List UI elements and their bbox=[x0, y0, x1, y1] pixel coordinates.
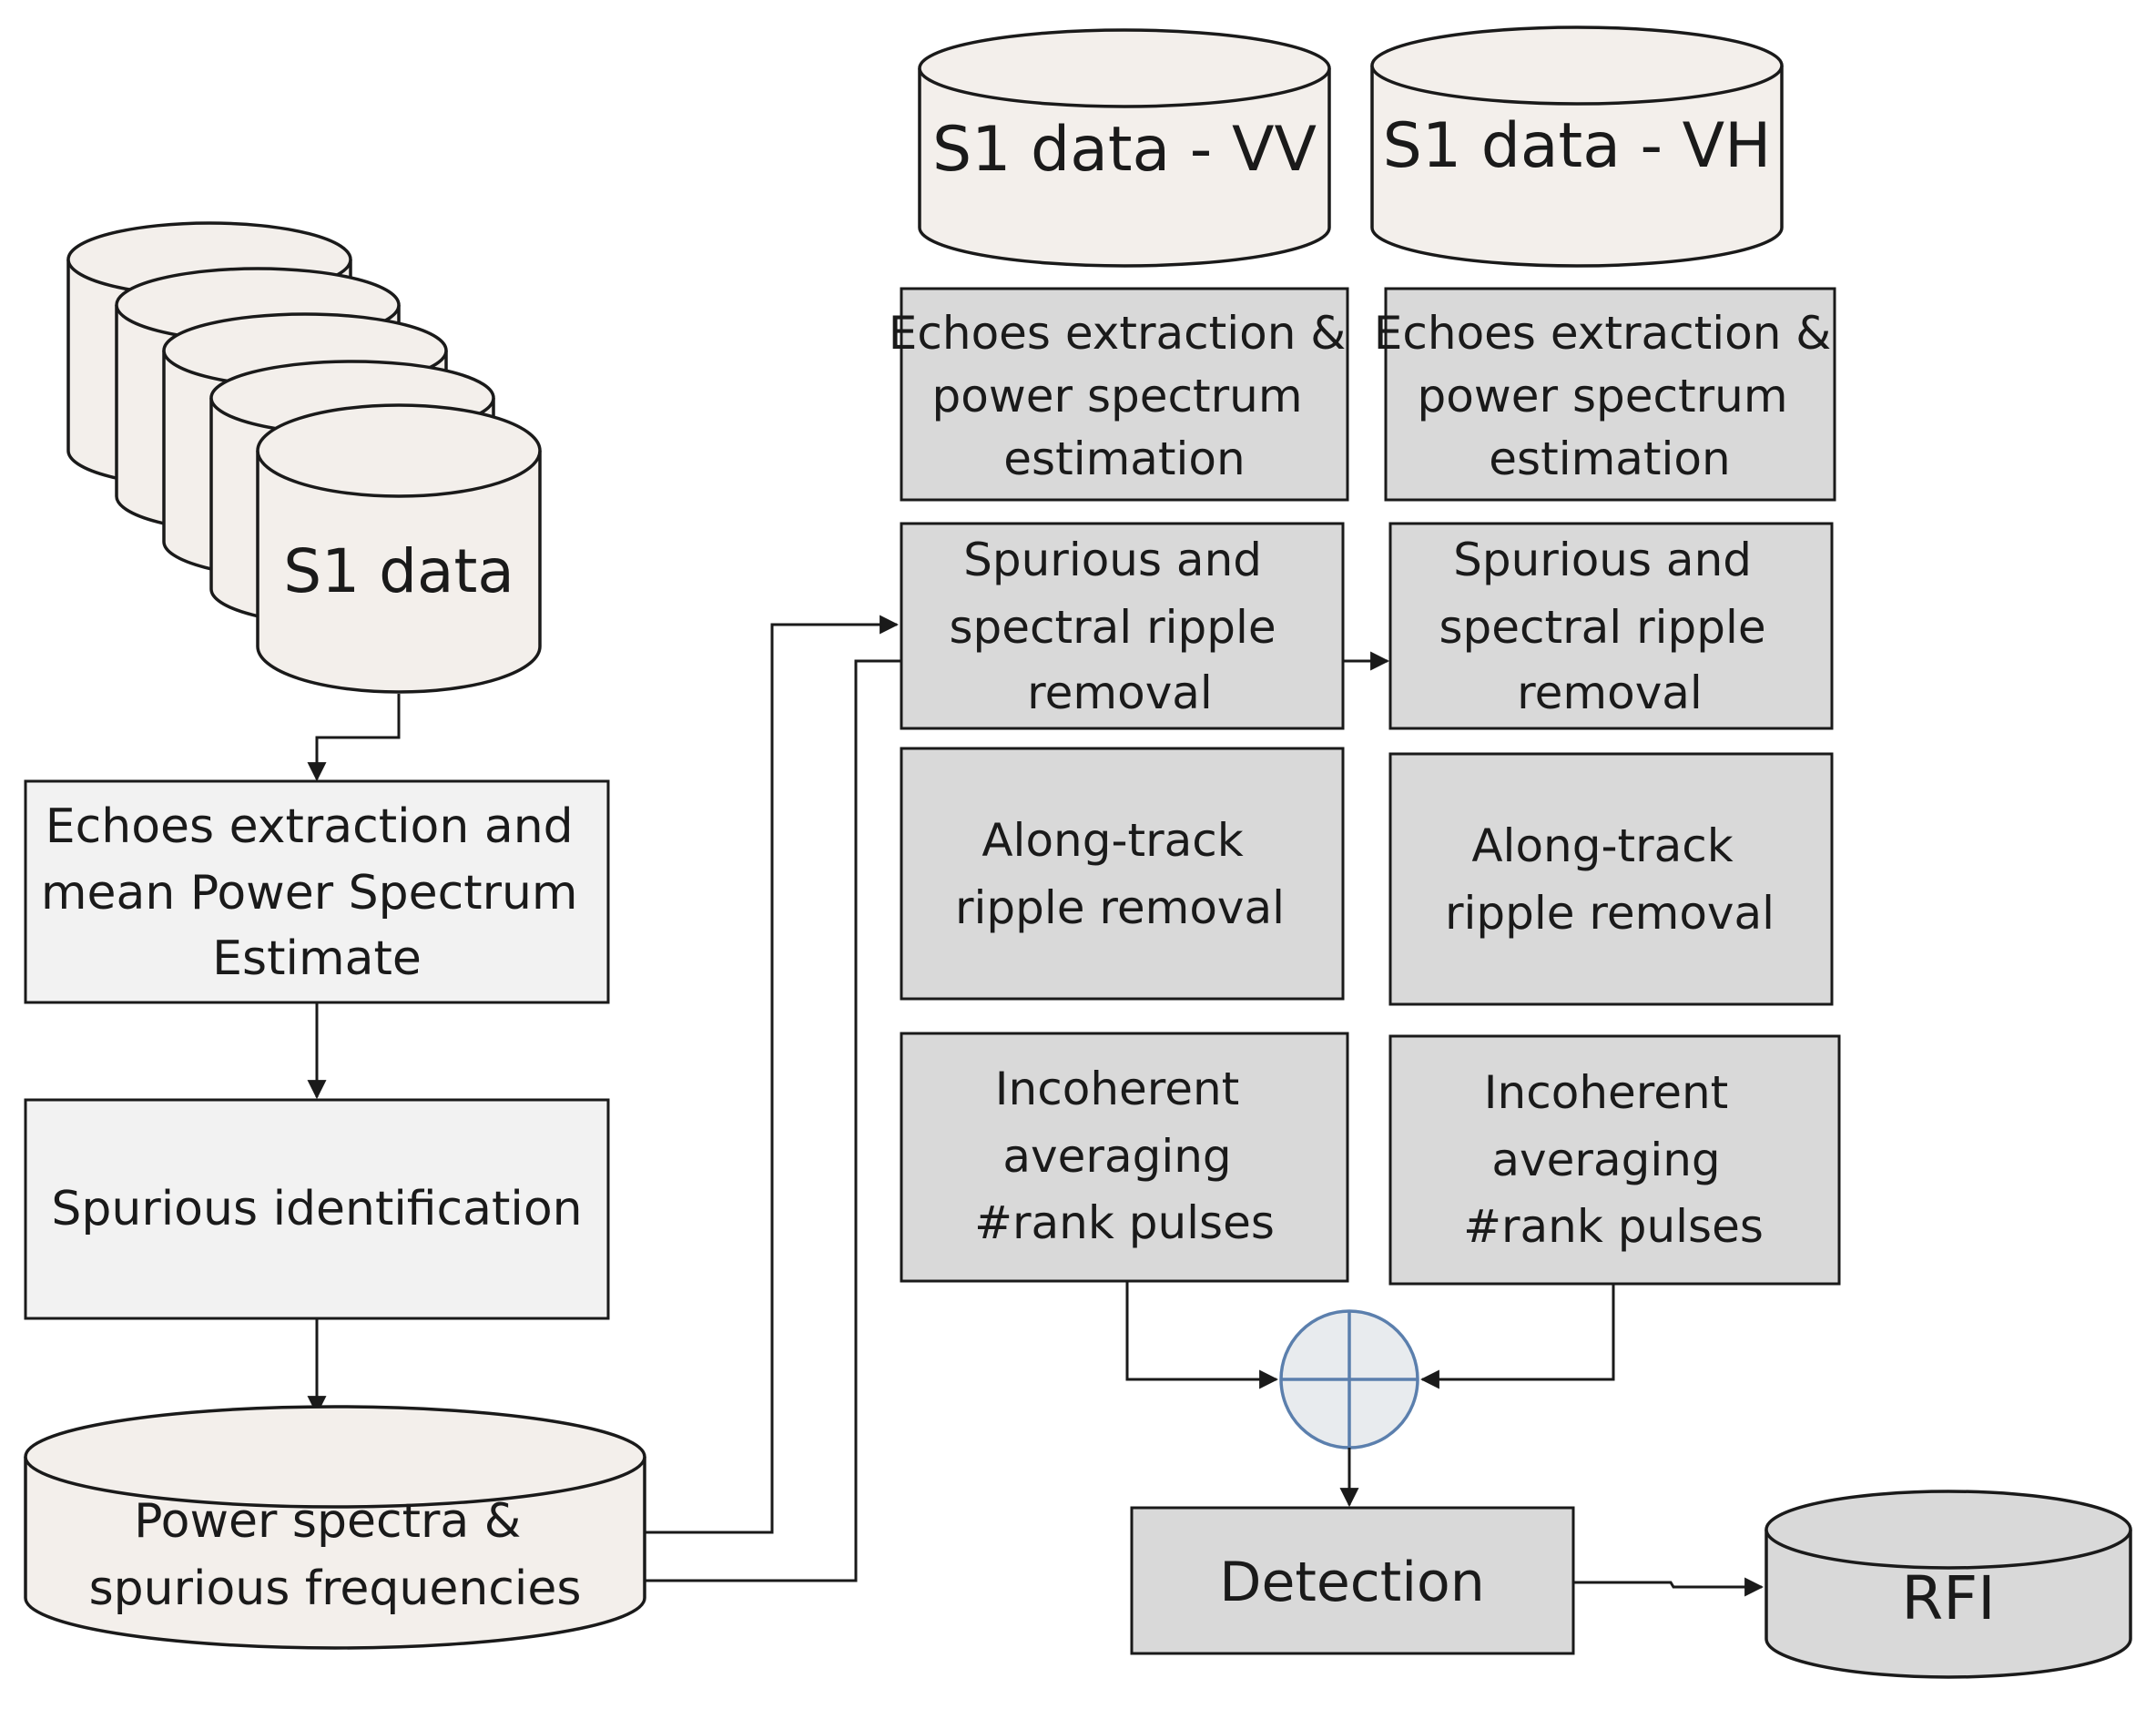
arrow-vv-incoherent-to-sum bbox=[1125, 1281, 1279, 1389]
arrow-detection-to-rfi bbox=[1573, 1577, 1764, 1597]
vh-spurious-removal-box: Spurious and spectral ripple removal bbox=[1388, 522, 1834, 730]
vv-spurious-line-3: removal bbox=[1027, 666, 1213, 719]
vv-spurious-removal-box: Spurious and spectral ripple removal bbox=[900, 522, 1345, 730]
vv-echoes-line-2: power spectrum bbox=[932, 370, 1303, 422]
power-spectra-line-2: spurious frequencies bbox=[89, 1561, 582, 1616]
vh-along-line-1: Along-track bbox=[1471, 819, 1733, 872]
arrow-spectra-to-spurious-removal-1 bbox=[645, 615, 900, 1534]
svg-text:Spurious and spectral ri: Spurious and spectral ripple removal bbox=[949, 534, 1290, 719]
vv-incoherent-line-2: averaging bbox=[1002, 1130, 1231, 1183]
vv-incoherent-line-3: #rank pulses bbox=[974, 1196, 1275, 1249]
svg-text:Incoherent averaging: Incoherent averaging #rank pulses bbox=[974, 1063, 1275, 1249]
vv-echoes-line-3: estimation bbox=[1003, 432, 1245, 485]
vh-echoes-line-1: Echoes extraction & bbox=[1374, 307, 1832, 360]
stack-cylinder-front: S1 data bbox=[256, 403, 542, 694]
vh-incoherent-line-2: averaging bbox=[1491, 1134, 1720, 1186]
arrow-vh-incoherent-to-sum bbox=[1419, 1284, 1615, 1389]
vh-along-track-box: Along-track ripple removal bbox=[1388, 752, 1834, 1006]
echoes-mean-spectrum-box: Echoes extraction and mean Power Spectru… bbox=[24, 779, 610, 1004]
summing-junction bbox=[1279, 1309, 1419, 1449]
arrow-spectra-to-spurious-removal-2 bbox=[645, 659, 901, 1582]
echoes-mean-line-2: mean Power Spectrum bbox=[41, 866, 578, 921]
vh-spurious-line-1: Spurious and bbox=[1453, 534, 1752, 586]
svg-text:Incoherent averaging: Incoherent averaging #rank pulses bbox=[1463, 1066, 1764, 1253]
vv-incoherent-line-1: Incoherent bbox=[995, 1063, 1239, 1115]
vv-spurious-line-2: spectral ripple bbox=[949, 601, 1276, 654]
svg-text:Echoes extraction and me: Echoes extraction and mean Power Spectru… bbox=[41, 799, 593, 986]
s1-data-vv-label: S1 data - VV bbox=[932, 114, 1317, 186]
spurious-identification-box: Spurious identification bbox=[24, 1098, 610, 1320]
rfi-cylinder: RFI bbox=[1764, 1490, 2132, 1679]
echoes-mean-line-3: Estimate bbox=[212, 931, 422, 986]
vv-along-line-2: ripple removal bbox=[955, 881, 1285, 934]
svg-text:Echoes extraction & powe: Echoes extraction & power spectrum estim… bbox=[1374, 307, 1846, 485]
detection-box: Detection bbox=[1130, 1506, 1575, 1655]
arrow-stack-to-echoes bbox=[307, 694, 401, 782]
vh-echoes-line-3: estimation bbox=[1489, 432, 1730, 485]
vh-spurious-line-3: removal bbox=[1517, 666, 1703, 719]
spurious-identification-label: Spurious identification bbox=[51, 1182, 582, 1236]
vh-echoes-box: Echoes extraction & power spectrum estim… bbox=[1374, 287, 1846, 502]
vh-incoherent-line-1: Incoherent bbox=[1484, 1066, 1728, 1119]
rfi-label: RFI bbox=[1901, 1563, 1995, 1633]
s1-data-label: S1 data bbox=[283, 536, 514, 606]
power-spectra-line-1: Power spectra & bbox=[134, 1494, 521, 1549]
detection-label: Detection bbox=[1219, 1551, 1484, 1614]
s1-data-vh-cylinder: S1 data - VH bbox=[1370, 25, 1784, 268]
s1-data-stack: S1 data bbox=[66, 221, 542, 694]
svg-text:Along-track ripple remov: Along-track ripple removal bbox=[1445, 819, 1775, 940]
vh-echoes-line-2: power spectrum bbox=[1418, 370, 1788, 422]
vv-spurious-line-1: Spurious and bbox=[963, 534, 1262, 586]
vv-along-line-1: Along-track bbox=[981, 814, 1243, 867]
power-spectra-cylinder: Power spectra & spurious frequencies bbox=[24, 1405, 646, 1650]
s1-data-vv-cylinder: S1 data - VV bbox=[918, 28, 1331, 268]
vh-along-line-2: ripple removal bbox=[1445, 887, 1775, 940]
vh-spurious-line-2: spectral ripple bbox=[1439, 601, 1765, 654]
vv-incoherent-box: Incoherent averaging #rank pulses bbox=[900, 1032, 1349, 1283]
vv-echoes-line-1: Echoes extraction & bbox=[889, 307, 1347, 360]
vh-incoherent-line-3: #rank pulses bbox=[1463, 1200, 1764, 1253]
svg-text:Echoes extraction & powe: Echoes extraction & power spectrum estim… bbox=[889, 307, 1360, 485]
vh-incoherent-box: Incoherent averaging #rank pulses bbox=[1388, 1034, 1841, 1286]
vv-along-track-box: Along-track ripple removal bbox=[900, 747, 1345, 1001]
svg-text:Along-track ripple remov: Along-track ripple removal bbox=[955, 814, 1285, 934]
svg-text:Spurious and spectral ri: Spurious and spectral ripple removal bbox=[1439, 534, 1780, 719]
svg-text:Power spectra & spurious: Power spectra & spurious frequencies bbox=[89, 1494, 582, 1616]
vv-echoes-box: Echoes extraction & power spectrum estim… bbox=[889, 287, 1360, 502]
echoes-mean-line-1: Echoes extraction and bbox=[46, 799, 574, 854]
s1-data-vh-label: S1 data - VH bbox=[1383, 110, 1772, 182]
